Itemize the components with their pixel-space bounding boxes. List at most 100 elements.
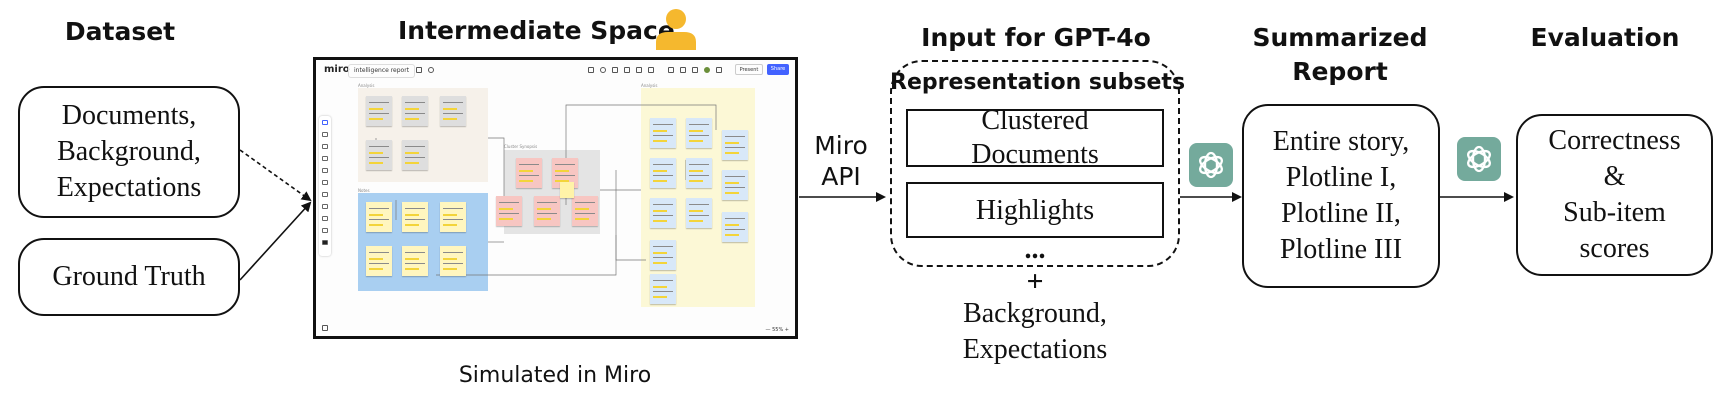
avatar-icon — [704, 67, 710, 73]
header-dataset: Dataset — [64, 17, 176, 46]
miro-sticky-note — [516, 158, 542, 188]
evaluation-line-3: Sub-item — [1563, 197, 1666, 228]
arrow-groundtruth-to-miro — [239, 201, 312, 281]
miro-logo: miro — [324, 64, 350, 75]
person-icon — [656, 9, 696, 50]
miro-caption: Simulated in Miro — [458, 363, 652, 388]
text-icon — [322, 192, 328, 197]
background-line2: Expectations — [962, 334, 1108, 365]
header-intermediate-space: Intermediate Space — [398, 16, 675, 45]
comment-icon — [322, 204, 328, 209]
toolbar-icon — [636, 67, 642, 73]
dataset-line-3: Expectations — [56, 172, 202, 203]
ellipsis-label: ... — [1024, 234, 1046, 265]
highlights-label: Highlights — [975, 194, 1095, 226]
miro-present-button: Present — [735, 64, 763, 75]
clustered-line1: Clustered — [981, 109, 1089, 136]
header-summarized: Summarized Report — [1245, 21, 1435, 89]
clustered-line2: Documents — [971, 139, 1099, 167]
miro-sticky-note — [572, 196, 598, 226]
toolbar-icon — [612, 67, 618, 73]
header-input-for-gpt: Input for GPT-4o — [921, 23, 1151, 52]
miro-sticky-note — [722, 170, 748, 200]
text-icon — [322, 156, 328, 161]
miro-api-label: Miro API — [806, 130, 876, 192]
miro-topbar: miro intelligence report Present Share — [316, 60, 795, 82]
plus-sign: + — [1026, 265, 1044, 298]
report-line-2: Plotline I, — [1285, 162, 1397, 193]
miro-sticky-note — [402, 246, 428, 276]
miro-sticky-note — [650, 158, 676, 188]
ground-truth-label: Ground Truth — [52, 261, 206, 292]
miro-sticky-note — [440, 96, 466, 126]
evaluation-box: Correctness & Sub-item scores — [1516, 114, 1713, 276]
bell-icon — [716, 67, 722, 73]
report-line-1: Entire story, — [1272, 126, 1410, 157]
evaluation-line-1: Correctness — [1548, 125, 1681, 156]
miro-frame-label: Notes — [358, 188, 370, 193]
chatgpt-icon — [1457, 137, 1501, 181]
miro-sticky-note — [650, 198, 676, 228]
miro-bottom-bar: — 55% + — [316, 320, 795, 336]
miro-frame-label: Analysis — [358, 83, 375, 88]
summarized-report-text: Entire story, Plotline I, Plotline II, P… — [1273, 124, 1410, 268]
miro-sticky-note — [650, 118, 676, 148]
miro-sticky-note — [366, 96, 392, 126]
evaluation-text: Correctness & Sub-item scores — [1548, 123, 1680, 267]
upload-icon — [322, 228, 328, 233]
miro-sticky-note — [686, 158, 712, 188]
miro-share-button: Share — [767, 64, 789, 75]
dataset-box: Documents, Background, Expectations — [18, 86, 240, 218]
arrow-dataset-to-miro — [239, 149, 312, 202]
miro-sticky-note — [366, 202, 392, 232]
board-map-icon — [322, 325, 328, 331]
miro-sticky-note — [440, 246, 466, 276]
shape-icon — [322, 168, 328, 173]
evaluation-line-2: & — [1603, 161, 1626, 192]
header-summarized-line2: Report — [1292, 57, 1388, 86]
clustered-documents-label: Clustered Documents — [971, 109, 1099, 167]
background-line1: Background, — [963, 298, 1107, 329]
miro-sticky-note — [722, 130, 748, 160]
representation-subsets-title: Representation subsets — [890, 70, 1186, 95]
toolbar-icon — [648, 67, 654, 73]
miro-connectors — [375, 104, 717, 276]
toolbar-icon — [680, 67, 686, 73]
miro-sticky-note — [686, 198, 712, 228]
miro-sticky-note — [402, 140, 428, 170]
miro-sticky-note — [402, 202, 428, 232]
miro-sticky-note — [686, 118, 712, 148]
report-line-3: Plotline II, — [1281, 198, 1401, 229]
report-line-4: Plotline III — [1279, 234, 1403, 265]
miro-left-toolbar — [319, 116, 331, 256]
miro-api-line1: Miro — [814, 131, 868, 160]
toolbar-icon — [692, 67, 698, 73]
miro-sticky-note — [366, 246, 392, 276]
miro-sticky-note — [650, 240, 676, 270]
plus-icon — [322, 240, 328, 245]
cursor-icon — [322, 120, 328, 125]
miro-frame-label: Analysis — [641, 83, 658, 88]
miro-sticky-note — [650, 274, 676, 304]
ground-truth-box: Ground Truth — [18, 238, 240, 316]
miro-board-screenshot: miro intelligence report Present Share A… — [313, 57, 798, 339]
search-icon — [428, 67, 434, 73]
miro-sticky-note — [440, 202, 466, 232]
dataset-line-2: Background, — [57, 136, 201, 167]
miro-sticky-note — [366, 140, 392, 170]
clustered-documents-box: Clustered Documents — [906, 109, 1164, 167]
dataset-box-text: Documents, Background, Expectations — [57, 98, 202, 206]
toolbar-icon — [668, 67, 674, 73]
miro-zoom-control: — 55% + — [765, 327, 789, 333]
header-summarized-line1: Summarized — [1252, 23, 1428, 52]
miro-sticky-note — [534, 196, 560, 226]
grid-icon — [322, 216, 328, 221]
miro-sticky-note — [560, 182, 574, 198]
highlights-box: Highlights — [906, 182, 1164, 238]
upload-icon — [416, 67, 422, 73]
pen-icon — [322, 180, 328, 185]
frame-icon — [322, 132, 328, 137]
miro-sticky-note — [496, 196, 522, 226]
toolbar-icon — [624, 67, 630, 73]
miro-sticky-note — [722, 212, 748, 242]
